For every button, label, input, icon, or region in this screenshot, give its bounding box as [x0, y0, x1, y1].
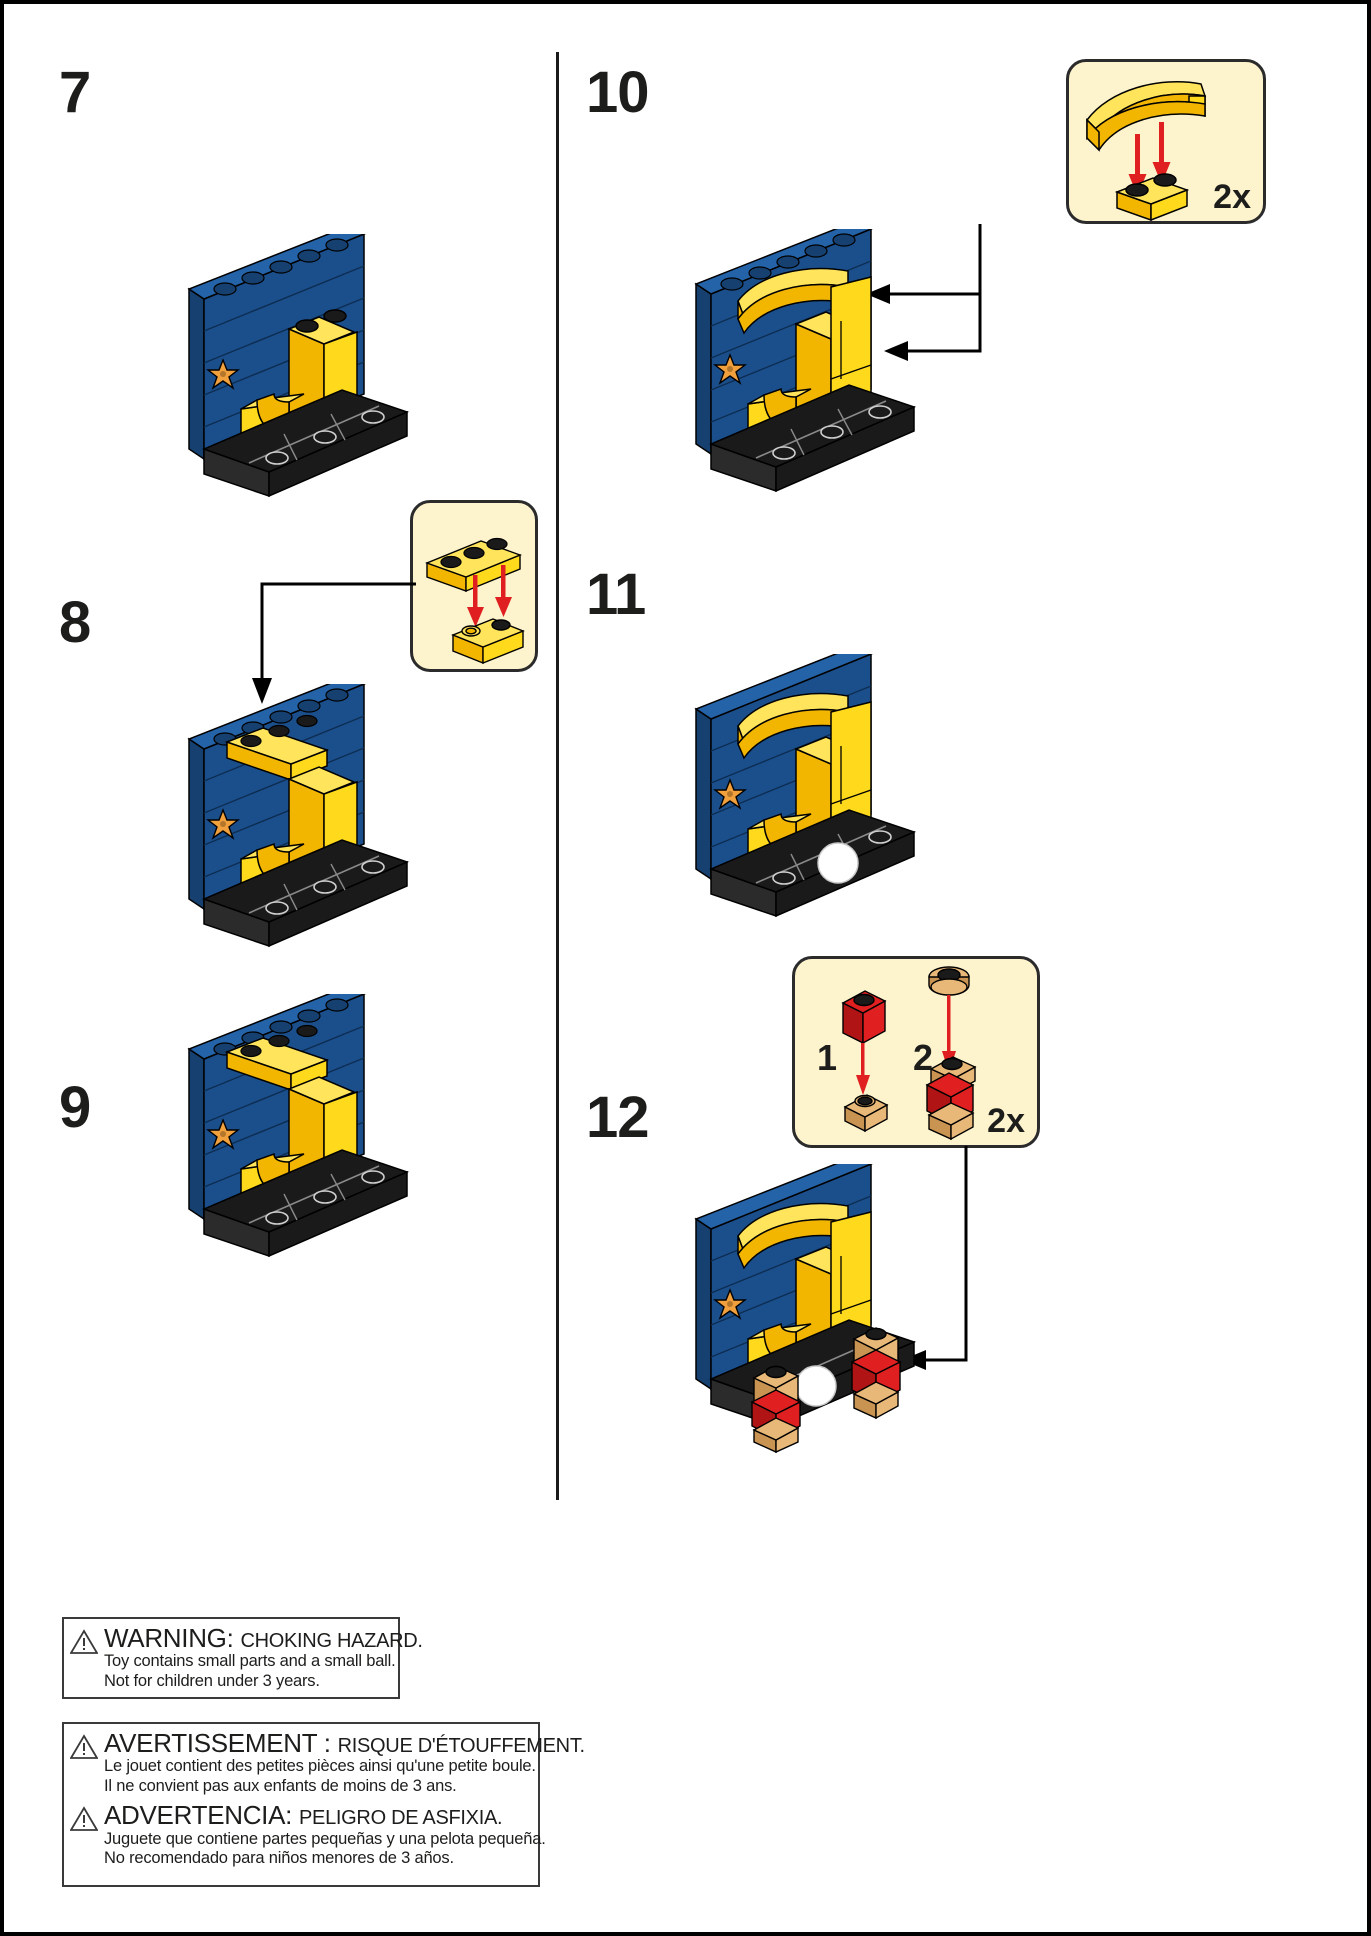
warning-line-es-2: No recomendado para niños menores de 3 a… [104, 1849, 454, 1867]
step-number-11: 11 [586, 562, 646, 627]
warning-head-rest-fr: RISQUE D'ÉTOUFFEMENT. [337, 1735, 585, 1757]
model-step-9 [179, 994, 429, 1264]
warning-line-es-1: Juguete que contiene partes pequeñas y u… [104, 1829, 546, 1848]
warning-triangle-icon [70, 1806, 104, 1832]
warning-head-bold-es: ADVERTENCIA: [104, 1800, 293, 1831]
warning-triangle-icon [70, 1734, 104, 1760]
warning-head-en: WARNING: CHOKING HAZARD. [104, 1623, 423, 1653]
warning-head-bold-fr: AVERTISSEMENT : [104, 1728, 331, 1758]
step-number-12: 12 [586, 1085, 650, 1150]
warning-head-es: ADVERTENCIA: PELIGRO DE ASFIXIA. [104, 1802, 546, 1829]
callout-step-12-quantity: 2x [987, 1102, 1025, 1140]
model-step-7 [179, 234, 429, 504]
warning-line-fr-2: Il ne convient pas aux enfants de moins … [104, 1776, 457, 1795]
callout-step-12-substep-2-label: 2 [913, 1037, 934, 1078]
model-step-11 [686, 654, 936, 924]
figure-left [750, 1365, 802, 1454]
callout-step-10-art [1086, 81, 1207, 221]
warning-box-intl: AVERTISSEMENT : RISQUE D'ÉTOUFFEMENT. Le… [62, 1722, 585, 1887]
model-step-10 [686, 229, 936, 499]
white-ball [817, 842, 859, 884]
callout-step-8 [410, 500, 538, 672]
warning-line-en-1: Toy contains small parts and a small bal… [104, 1652, 396, 1671]
warning-box-en: WARNING: CHOKING HAZARD. Toy contains sm… [62, 1617, 423, 1699]
model-step-8 [179, 684, 429, 954]
figure-right [850, 1327, 902, 1420]
warning-head-bold-en: WARNING: [104, 1623, 234, 1653]
step-number-10: 10 [586, 60, 650, 125]
model-step-12 [686, 1164, 936, 1454]
callout-step-12: 1 2 [792, 956, 1040, 1148]
step-number-9: 9 [59, 1075, 91, 1140]
step-number-7: 7 [59, 60, 91, 125]
callout-step-8-connector [252, 582, 416, 704]
callout-step-10-quantity: 2x [1213, 178, 1251, 216]
warning-head-fr: AVERTISSEMENT : RISQUE D'ÉTOUFFEMENT. [104, 1728, 585, 1758]
callout-step-10-connector [866, 224, 982, 361]
warning-head-rest-es: PELIGRO DE ASFIXIA. [299, 1807, 503, 1830]
callout-step-8-art [425, 537, 525, 665]
callout-step-10: 2x [1066, 59, 1266, 224]
white-ball [795, 1365, 837, 1407]
column-divider [556, 52, 559, 1500]
warning-line-fr-1: Le jouet contient des petites pièces ain… [104, 1757, 536, 1776]
warning-triangle-icon [70, 1629, 104, 1655]
callout-step-12-substep-1-label: 1 [817, 1037, 838, 1078]
step-number-8: 8 [59, 590, 91, 655]
warning-line-en-2: Not for children under 3 years. [104, 1671, 320, 1690]
warning-head-rest-en: CHOKING HAZARD. [240, 1630, 423, 1652]
callout-step-12-art [841, 966, 977, 1141]
warning-row-es: ADVERTENCIA: PELIGRO DE ASFIXIA. Juguete… [70, 1802, 546, 1868]
warning-row-fr: AVERTISSEMENT : RISQUE D'ÉTOUFFEMENT. Le… [70, 1728, 585, 1796]
